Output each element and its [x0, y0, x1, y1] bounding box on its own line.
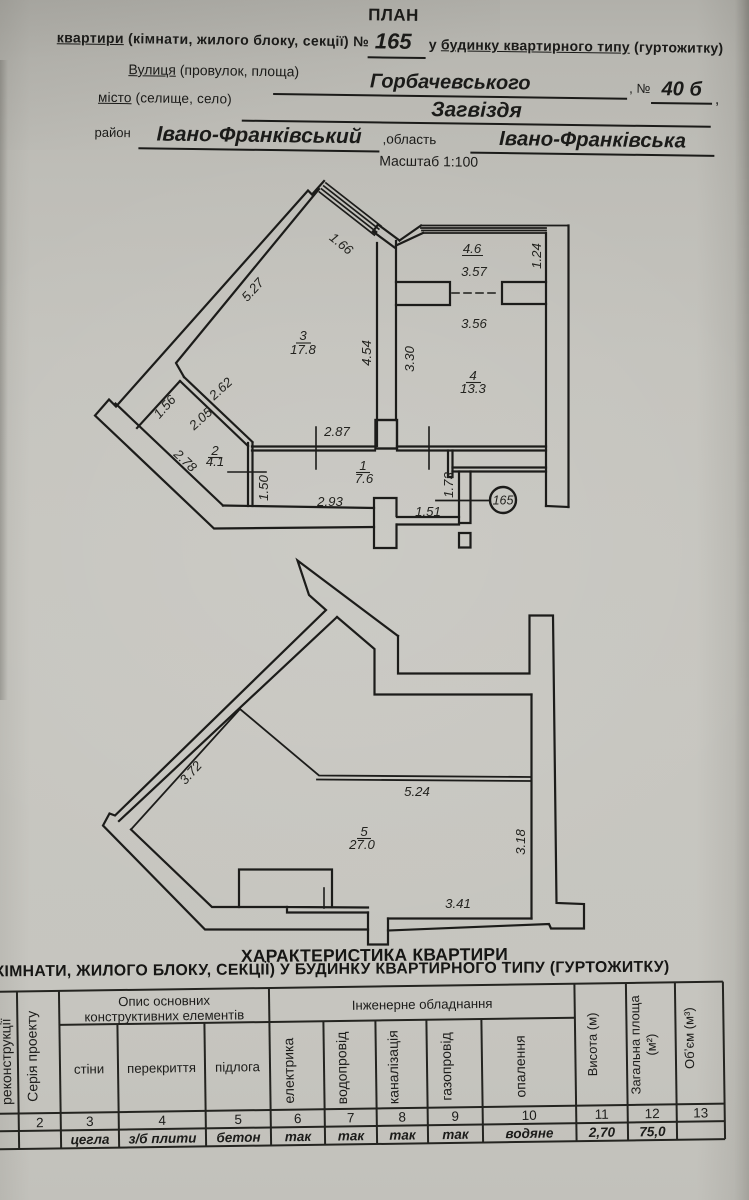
- svg-text:8: 8: [398, 1110, 406, 1125]
- svg-text:підлога: підлога: [215, 1059, 261, 1075]
- svg-text:13: 13: [693, 1105, 708, 1120]
- svg-text:перекриття: перекриття: [127, 1060, 196, 1076]
- svg-text:Інженерне обладнання: Інженерне обладнання: [352, 996, 493, 1013]
- svg-text:реконструкції: реконструкції: [0, 1018, 15, 1105]
- svg-text:конструктивних елементів: конструктивних елементів: [84, 1007, 244, 1024]
- svg-text:так: так: [338, 1128, 366, 1143]
- svg-text:Опис основних: Опис основних: [118, 993, 210, 1009]
- svg-text:5: 5: [234, 1112, 242, 1127]
- svg-text:3.18: 3.18: [513, 829, 528, 855]
- svg-text:цегла: цегла: [71, 1132, 111, 1148]
- svg-text:3.30: 3.30: [402, 346, 417, 372]
- svg-text:1.73: 1.73: [441, 472, 456, 498]
- svg-text:електрика: електрика: [280, 1037, 297, 1103]
- svg-text:4.54: 4.54: [359, 340, 374, 366]
- svg-text:12: 12: [645, 1106, 660, 1121]
- svg-text:2.93: 2.93: [316, 494, 343, 509]
- svg-text:1.50: 1.50: [256, 475, 271, 501]
- svg-text:2: 2: [36, 1115, 44, 1130]
- svg-text:2.87: 2.87: [323, 424, 350, 439]
- svg-text:165: 165: [493, 494, 514, 508]
- svg-text:3.56: 3.56: [461, 316, 487, 331]
- svg-text:4: 4: [158, 1113, 166, 1128]
- svg-text:5: 5: [360, 824, 368, 839]
- svg-text:так: так: [285, 1129, 313, 1144]
- svg-text:так: так: [442, 1127, 470, 1142]
- svg-text:з/б плити: з/б плити: [128, 1130, 197, 1146]
- svg-text:2: 2: [210, 443, 219, 458]
- svg-text:так: так: [389, 1127, 417, 1142]
- svg-text:13.3: 13.3: [460, 381, 486, 396]
- svg-text:27.0: 27.0: [348, 837, 375, 852]
- svg-text:4: 4: [469, 368, 476, 383]
- svg-text:Обʼєм (м³): Обʼєм (м³): [681, 1007, 697, 1069]
- svg-text:75,0: 75,0: [639, 1124, 666, 1139]
- svg-text:водяне: водяне: [505, 1126, 554, 1142]
- svg-text:каналізація: каналізація: [385, 1030, 402, 1104]
- svg-text:3: 3: [86, 1114, 94, 1129]
- svg-text:стіни: стіни: [74, 1061, 104, 1076]
- svg-text:10: 10: [522, 1108, 537, 1123]
- svg-text:3.41: 3.41: [445, 896, 471, 911]
- svg-text:1: 1: [359, 458, 366, 473]
- svg-text:1.24: 1.24: [529, 243, 544, 269]
- svg-text:водопровід: водопровід: [333, 1032, 350, 1105]
- svg-text:Серія проекту: Серія проекту: [23, 1011, 40, 1102]
- svg-text:17.8: 17.8: [290, 342, 316, 357]
- svg-text:11: 11: [595, 1107, 609, 1122]
- svg-text:бетон: бетон: [216, 1130, 260, 1146]
- svg-text:7: 7: [347, 1110, 355, 1125]
- svg-text:Загальна площа: Загальна площа: [627, 994, 643, 1094]
- svg-text:9: 9: [451, 1109, 459, 1124]
- svg-text:газопровід: газопровід: [438, 1032, 455, 1101]
- svg-text:5.24: 5.24: [404, 784, 430, 799]
- svg-text:7.6: 7.6: [355, 471, 374, 486]
- svg-text:3: 3: [299, 328, 307, 343]
- svg-text:1.51: 1.51: [415, 504, 441, 519]
- svg-text:2,70: 2,70: [588, 1125, 616, 1140]
- svg-text:3.57: 3.57: [461, 264, 487, 279]
- svg-text:6: 6: [294, 1111, 302, 1126]
- svg-text:Висота (м): Висота (м): [584, 1012, 600, 1076]
- svg-text:4.6: 4.6: [463, 241, 482, 256]
- svg-text:опалення: опалення: [512, 1035, 529, 1097]
- svg-text:(м²): (м²): [644, 1034, 659, 1056]
